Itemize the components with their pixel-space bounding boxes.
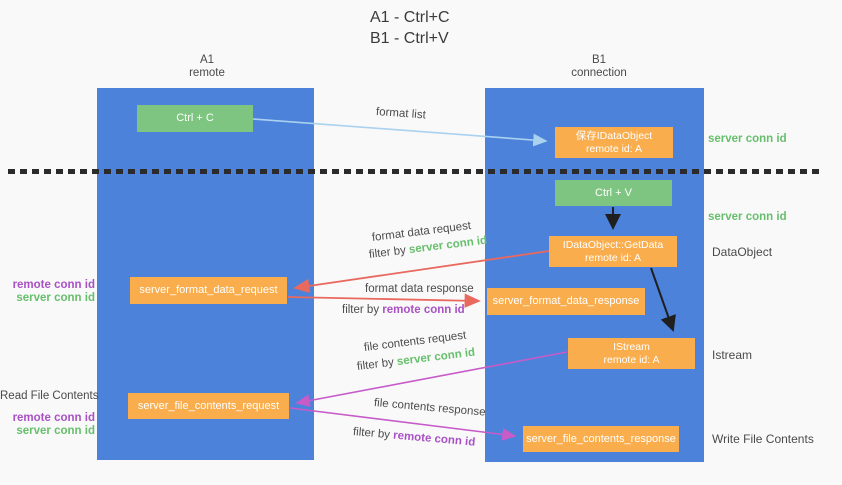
column-b1-name: B1 bbox=[591, 54, 607, 66]
ctrl-c-label: Ctrl + C bbox=[176, 112, 214, 124]
server-format-data-response-label: server_format_data_response bbox=[492, 295, 640, 307]
filter-by-text: filter by bbox=[352, 426, 391, 442]
label-format-list: format list bbox=[375, 106, 427, 122]
ctrl-c-box: Ctrl + C bbox=[137, 105, 253, 132]
filter-by-text: filter by bbox=[342, 304, 380, 316]
filter-by-text: filter by bbox=[368, 244, 407, 261]
column-a1-role: remote bbox=[189, 67, 225, 79]
filter-by-text: filter by bbox=[356, 356, 395, 373]
right-label-istream: Istream bbox=[712, 348, 753, 362]
column-b1-role: connection bbox=[571, 67, 627, 79]
title-line-ctrl-v: B1 - Ctrl+V bbox=[370, 30, 449, 47]
column-header-b1: B1 connection bbox=[534, 54, 664, 80]
right-label-dataobject: DataObject bbox=[712, 245, 773, 259]
server-format-data-response-box: server_format_data_response bbox=[487, 288, 645, 315]
left-remote-conn-id: remote conn id bbox=[12, 279, 95, 291]
remote-conn-id-text: remote conn id bbox=[382, 304, 465, 316]
column-header-a1: A1 remote bbox=[142, 54, 272, 80]
server-format-data-request-label: server_format_data_request bbox=[139, 284, 278, 296]
server-format-data-request-box: server_format_data_request bbox=[130, 277, 287, 304]
right-label-server-conn-id-middle: server conn id bbox=[708, 211, 787, 223]
machine-boundary-dotted-line bbox=[8, 169, 823, 174]
left-server-conn-id: server conn id bbox=[16, 425, 95, 437]
server-file-contents-request-label: server_file_contents_request bbox=[137, 399, 280, 412]
istream-box: IStream remote id: A bbox=[568, 338, 695, 369]
label-format-data-response: format data response bbox=[365, 283, 474, 295]
save-idataobject-box: 保存IDataObject remote id: A bbox=[555, 127, 673, 158]
ctrl-v-box: Ctrl + V bbox=[555, 180, 672, 206]
left-labels-format: remote conn id server conn id bbox=[0, 279, 95, 305]
diagram-title: A1 - Ctrl+C B1 - Ctrl+V bbox=[370, 7, 450, 49]
arrow-format-data-response bbox=[287, 293, 481, 308]
left-labels-file: Read File Contents remote conn id server… bbox=[0, 390, 99, 438]
left-remote-conn-id: remote conn id bbox=[12, 412, 95, 424]
server-conn-id-text: server conn id bbox=[396, 346, 476, 369]
istream-line1: IStream bbox=[613, 340, 650, 353]
remote-conn-id-text: remote conn id bbox=[392, 429, 476, 449]
column-a1-name: A1 bbox=[199, 54, 215, 66]
right-label-server-conn-id-top: server conn id bbox=[708, 133, 787, 145]
left-read-file-contents: Read File Contents bbox=[0, 390, 99, 402]
title-line-ctrl-c: A1 - Ctrl+C bbox=[370, 9, 450, 26]
server-file-contents-response-box: server_file_contents_response bbox=[523, 426, 679, 452]
label-file-contents-response: file contents response bbox=[373, 397, 486, 419]
left-server-conn-id: server conn id bbox=[16, 292, 95, 304]
istream-line2: remote id: A bbox=[603, 353, 660, 366]
label-filter-by-remote-conn-id-1: filter by remote conn id bbox=[342, 304, 465, 316]
getdata-line1: IDataObject::GetData bbox=[562, 238, 664, 251]
server-file-contents-request-box: server_file_contents_request bbox=[128, 393, 289, 419]
ctrl-v-label: Ctrl + V bbox=[595, 186, 632, 199]
right-label-write-file-contents: Write File Contents bbox=[712, 432, 814, 446]
save-idataobject-line2: remote id: A bbox=[585, 142, 643, 155]
getdata-line2: remote id: A bbox=[584, 251, 642, 264]
server-file-contents-response-label: server_file_contents_response bbox=[526, 432, 676, 445]
idataobject-getdata-box: IDataObject::GetData remote id: A bbox=[549, 236, 677, 267]
save-idataobject-line1: 保存IDataObject bbox=[575, 129, 653, 142]
label-filter-by-remote-conn-id-2: filter by remote conn id bbox=[352, 426, 475, 449]
